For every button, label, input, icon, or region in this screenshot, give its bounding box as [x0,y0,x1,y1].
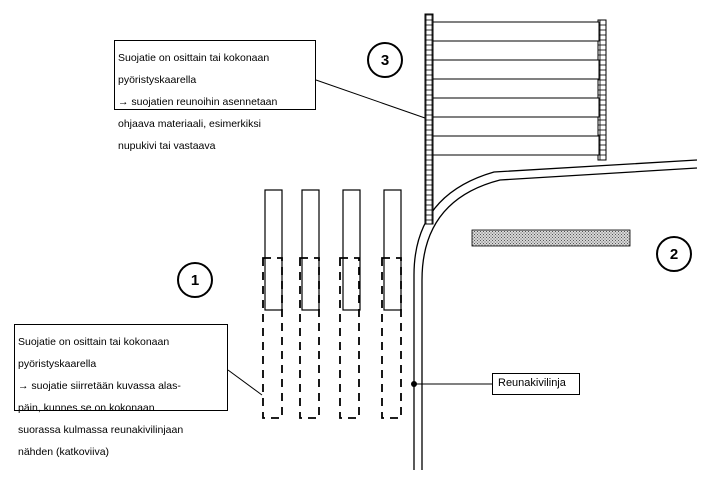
curb-outer [413,159,698,470]
note-bottom-line: pyöristyskaarella [18,358,97,370]
crosswalk-1-dashed [262,257,402,419]
marker-1: 1 [177,262,213,298]
note-bottom-pointer [227,369,263,396]
curb-inner [421,167,698,470]
note-bottom-line: Suojatie on osittain tai kokonaan [18,336,170,348]
marker-3: 3 [367,42,403,78]
note-top-line: → suojatien reunoihin asennetaan [118,96,278,108]
stripe [432,59,600,80]
note-bottom-line: → suojatie siirretään kuvassa alas- [18,380,181,392]
stripe-dashed [299,257,320,419]
note-top: Suojatie on osittain tai kokonaan pyöris… [114,40,316,152]
cobble-edge-right [597,19,607,161]
cobble-edge-left [424,13,434,225]
note-bottom-line: nähden (katkoviiva) [18,446,110,458]
stripe-dashed [262,257,283,419]
curb-lines [413,159,698,470]
stripe [432,21,600,42]
stripe-dashed [339,257,360,419]
crosswalk-1-solid [264,189,402,311]
stop-line-hatched [471,229,631,247]
stripe [301,189,320,311]
note-bottom-line: päin, kunnes se on kokonaan [18,402,155,414]
note-top-line: pyöristyskaarella [118,74,197,86]
crosswalk-3 [424,13,607,225]
curb-label: Reunakivilinja [492,373,580,395]
stripe [383,189,402,311]
note-top-line: Suojatie on osittain tai kokonaan [118,52,270,64]
note-bottom: Suojatie on osittain tai kokonaan pyöris… [14,324,228,458]
marker-2: 2 [656,236,692,272]
stripe [342,189,361,311]
note-top-pointer [315,79,426,119]
crosswalk-3-stripes [432,21,600,156]
stripe [432,97,600,118]
note-bottom-line: suorassa kulmassa reunakivilinjaan [18,424,184,436]
note-top-line: ohjaava materiaali, esimerkiksi [118,118,261,130]
note-top-line: nupukivi tai vastaava [118,140,216,152]
stripe-dashed [381,257,402,419]
stripe [264,189,283,311]
stripe [432,135,600,156]
